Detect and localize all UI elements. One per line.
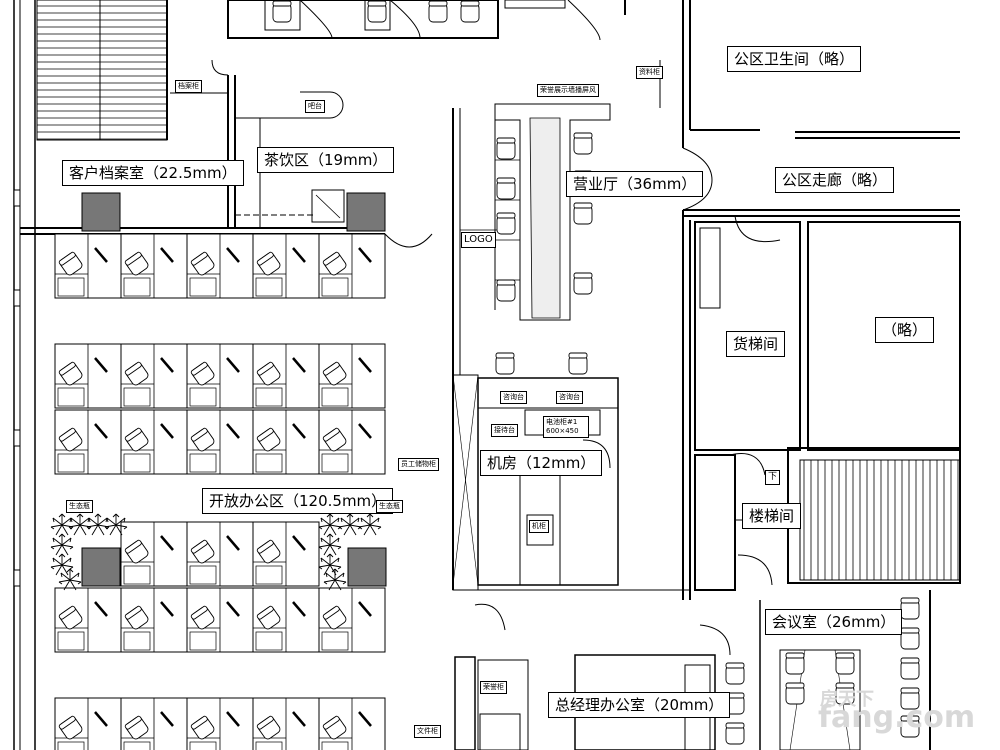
watermark-site: fang.com: [818, 700, 976, 735]
display-screen-tag: 荣誉展示墙播屏风: [537, 84, 599, 97]
workstation-row-4: [119, 520, 321, 588]
freight-elevator-shaft: [694, 221, 961, 476]
public-corridor-label: 公区走廊（略）: [775, 167, 895, 193]
freight-elevator-label: 货梯间: [726, 331, 786, 357]
omitted-area-label: （略）: [875, 317, 935, 343]
data-cabinet-tag: 资料柜: [636, 66, 663, 79]
reception-desk-tag: 接待台: [491, 424, 518, 437]
gm-office-label: 总经理办公室（20mm）: [548, 692, 731, 718]
staff-locker-tag: 员工储物柜: [398, 458, 439, 471]
outer-wall-left: [13, 0, 36, 750]
workstation-row-2: [53, 342, 387, 410]
tea-area-walls: [235, 91, 433, 248]
column-office-right: [347, 547, 387, 587]
watermark-brand: 房天下: [820, 689, 874, 710]
plant-tag-left: 生态瓶: [66, 500, 93, 513]
workstation-row-6: [53, 696, 387, 750]
stair-down-mark: 下: [765, 470, 781, 485]
server-room-walls: [452, 374, 619, 591]
inquiry-desk-tag-1: 咨询台: [500, 391, 527, 404]
column-mid: [346, 192, 386, 232]
rack-tag: 机柜: [529, 520, 549, 533]
workstation-row-1: [53, 232, 387, 300]
stairwell-label: 楼梯间: [742, 503, 802, 529]
plant-tag-right: 生态瓶: [376, 500, 403, 513]
staircase-top-left: [36, 0, 168, 141]
top-service-block: [227, 0, 499, 39]
open-office-label: 开放办公区（120.5mm）: [202, 488, 394, 514]
meeting-room-label: 会议室（26mm）: [765, 609, 903, 635]
logo-tag: LOGO: [461, 232, 496, 248]
workstation-row-3: [53, 408, 387, 476]
server-room-label: 机房（12mm）: [480, 450, 603, 476]
file-cabinet-tag: 文件柜: [414, 725, 441, 738]
honor-cabinet-tag: 荣誉柜: [480, 681, 507, 694]
column-left: [81, 192, 121, 232]
workstation-row-5: [53, 586, 387, 654]
tea-area-label: 茶饮区（19mm）: [257, 147, 395, 173]
ups-box-tag: 电池柜#1 600×450: [543, 416, 589, 438]
business-hall-walls: [452, 103, 611, 590]
business-hall-label: 营业厅（36mm）: [566, 171, 704, 197]
column-office-left: [81, 547, 121, 587]
bar-counter-tag: 吧台: [305, 100, 325, 113]
inquiry-desk-tag-2: 咨询台: [556, 391, 583, 404]
public-toilet-label: 公区卫生间（略）: [727, 46, 862, 72]
client-archive-label: 客户档案室（22.5mm）: [62, 160, 244, 186]
archive-cabinet-tag: 档案柜: [175, 80, 202, 93]
corridor-walls: [659, 0, 960, 600]
stairwell-right: [694, 447, 961, 591]
